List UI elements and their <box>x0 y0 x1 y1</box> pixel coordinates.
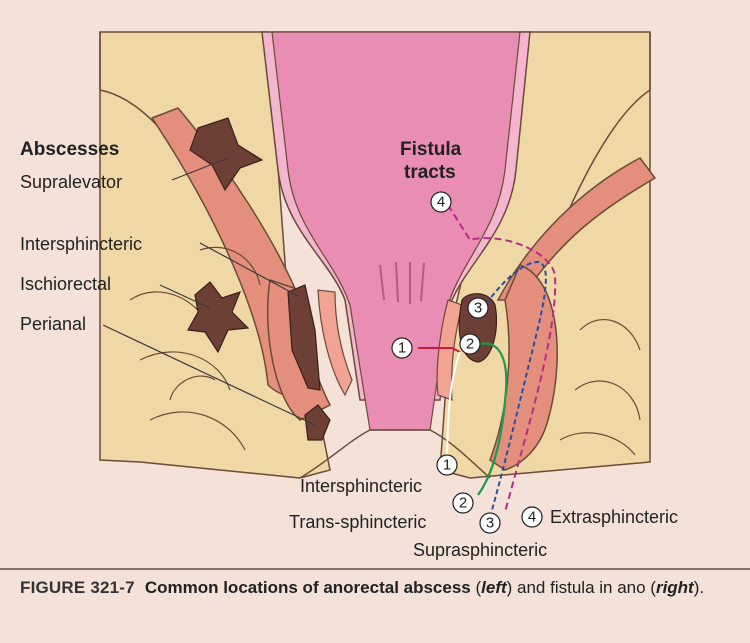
fistula-heading-line1: Fistula <box>400 139 462 160</box>
tract-intersphincteric <box>418 347 461 353</box>
right-internal-sphincter <box>436 299 463 401</box>
caption-right-word: right <box>655 578 694 597</box>
caption-text-2: ) and fistula in ano ( <box>506 578 656 597</box>
svg-text:1: 1 <box>398 340 406 357</box>
supralevator-abscess <box>189 117 264 192</box>
label-suprasphincteric: Suprasphincteric <box>413 540 547 560</box>
leader-supralevator <box>171 157 229 181</box>
right-skin-fold <box>559 32 651 231</box>
leader-perianal <box>102 324 316 426</box>
marker-2-bottom: 2 <box>452 492 474 514</box>
marker-1-bottom: 1 <box>436 454 458 476</box>
marker-3-bottom: 3 <box>479 512 501 534</box>
caption-bold-text: Common locations of anorectal abscess <box>144 578 471 597</box>
ischiorectal-abscess <box>187 281 250 354</box>
svg-text:2: 2 <box>466 336 474 353</box>
svg-text:2: 2 <box>459 495 467 512</box>
caption-text-3: ). <box>693 578 705 597</box>
leader-intersphincteric <box>199 242 299 297</box>
marker-1-left: 1 <box>391 337 413 359</box>
tract-suprasphincteric <box>481 260 547 511</box>
caption-text-1: ( <box>470 578 482 597</box>
figure-caption: FIGURE 321-7 Common locations of anorecta… <box>20 576 732 600</box>
label-ischiorectal: Ischiorectal <box>20 274 111 294</box>
caption-separator <box>0 568 750 570</box>
leader-ischiorectal <box>159 284 211 309</box>
marker-4-top: 4 <box>430 191 452 213</box>
label-trans-sphincteric: Trans-sphincteric <box>289 512 426 532</box>
svg-text:3: 3 <box>486 515 494 532</box>
anorectal-diagram: 4 3 2 1 1 2 3 4 Abscesses Supralevator I… <box>20 31 678 560</box>
left-internal-sphincter <box>317 289 353 397</box>
marker-2-abscess: 2 <box>459 333 481 355</box>
caption-left-word: left <box>481 578 507 597</box>
tract-trans-sphincteric <box>477 342 508 496</box>
svg-text:4: 4 <box>528 509 536 526</box>
svg-text:4: 4 <box>437 194 445 211</box>
marker-3-abscess: 3 <box>467 297 489 319</box>
tract-extrasphincteric <box>447 204 557 513</box>
figure-number: FIGURE 321-7 <box>20 578 135 597</box>
intersphincteric-abscess <box>287 284 321 391</box>
label-perianal: Perianal <box>20 314 86 334</box>
abscesses-heading: Abscesses <box>20 139 119 160</box>
svg-text:1: 1 <box>443 457 451 474</box>
label-supralevator: Supralevator <box>20 172 122 192</box>
anal-columns <box>379 261 425 304</box>
right-external-sphincter <box>489 264 558 471</box>
svg-text:3: 3 <box>474 300 482 317</box>
right-fat-lobules <box>559 319 641 456</box>
label-intersphincteric-tract: Intersphincteric <box>300 476 422 496</box>
tract-intersphincteric-path <box>446 351 461 456</box>
left-fat-lobules <box>129 246 261 451</box>
anal-skin <box>299 429 491 479</box>
label-intersphincteric-abscess: Intersphincteric <box>20 234 142 254</box>
marker-4-bottom: 4 <box>521 506 543 528</box>
label-extrasphincteric: Extrasphincteric <box>550 507 678 527</box>
fistula-heading-line2: tracts <box>404 162 456 183</box>
perianal-abscess <box>304 404 331 441</box>
